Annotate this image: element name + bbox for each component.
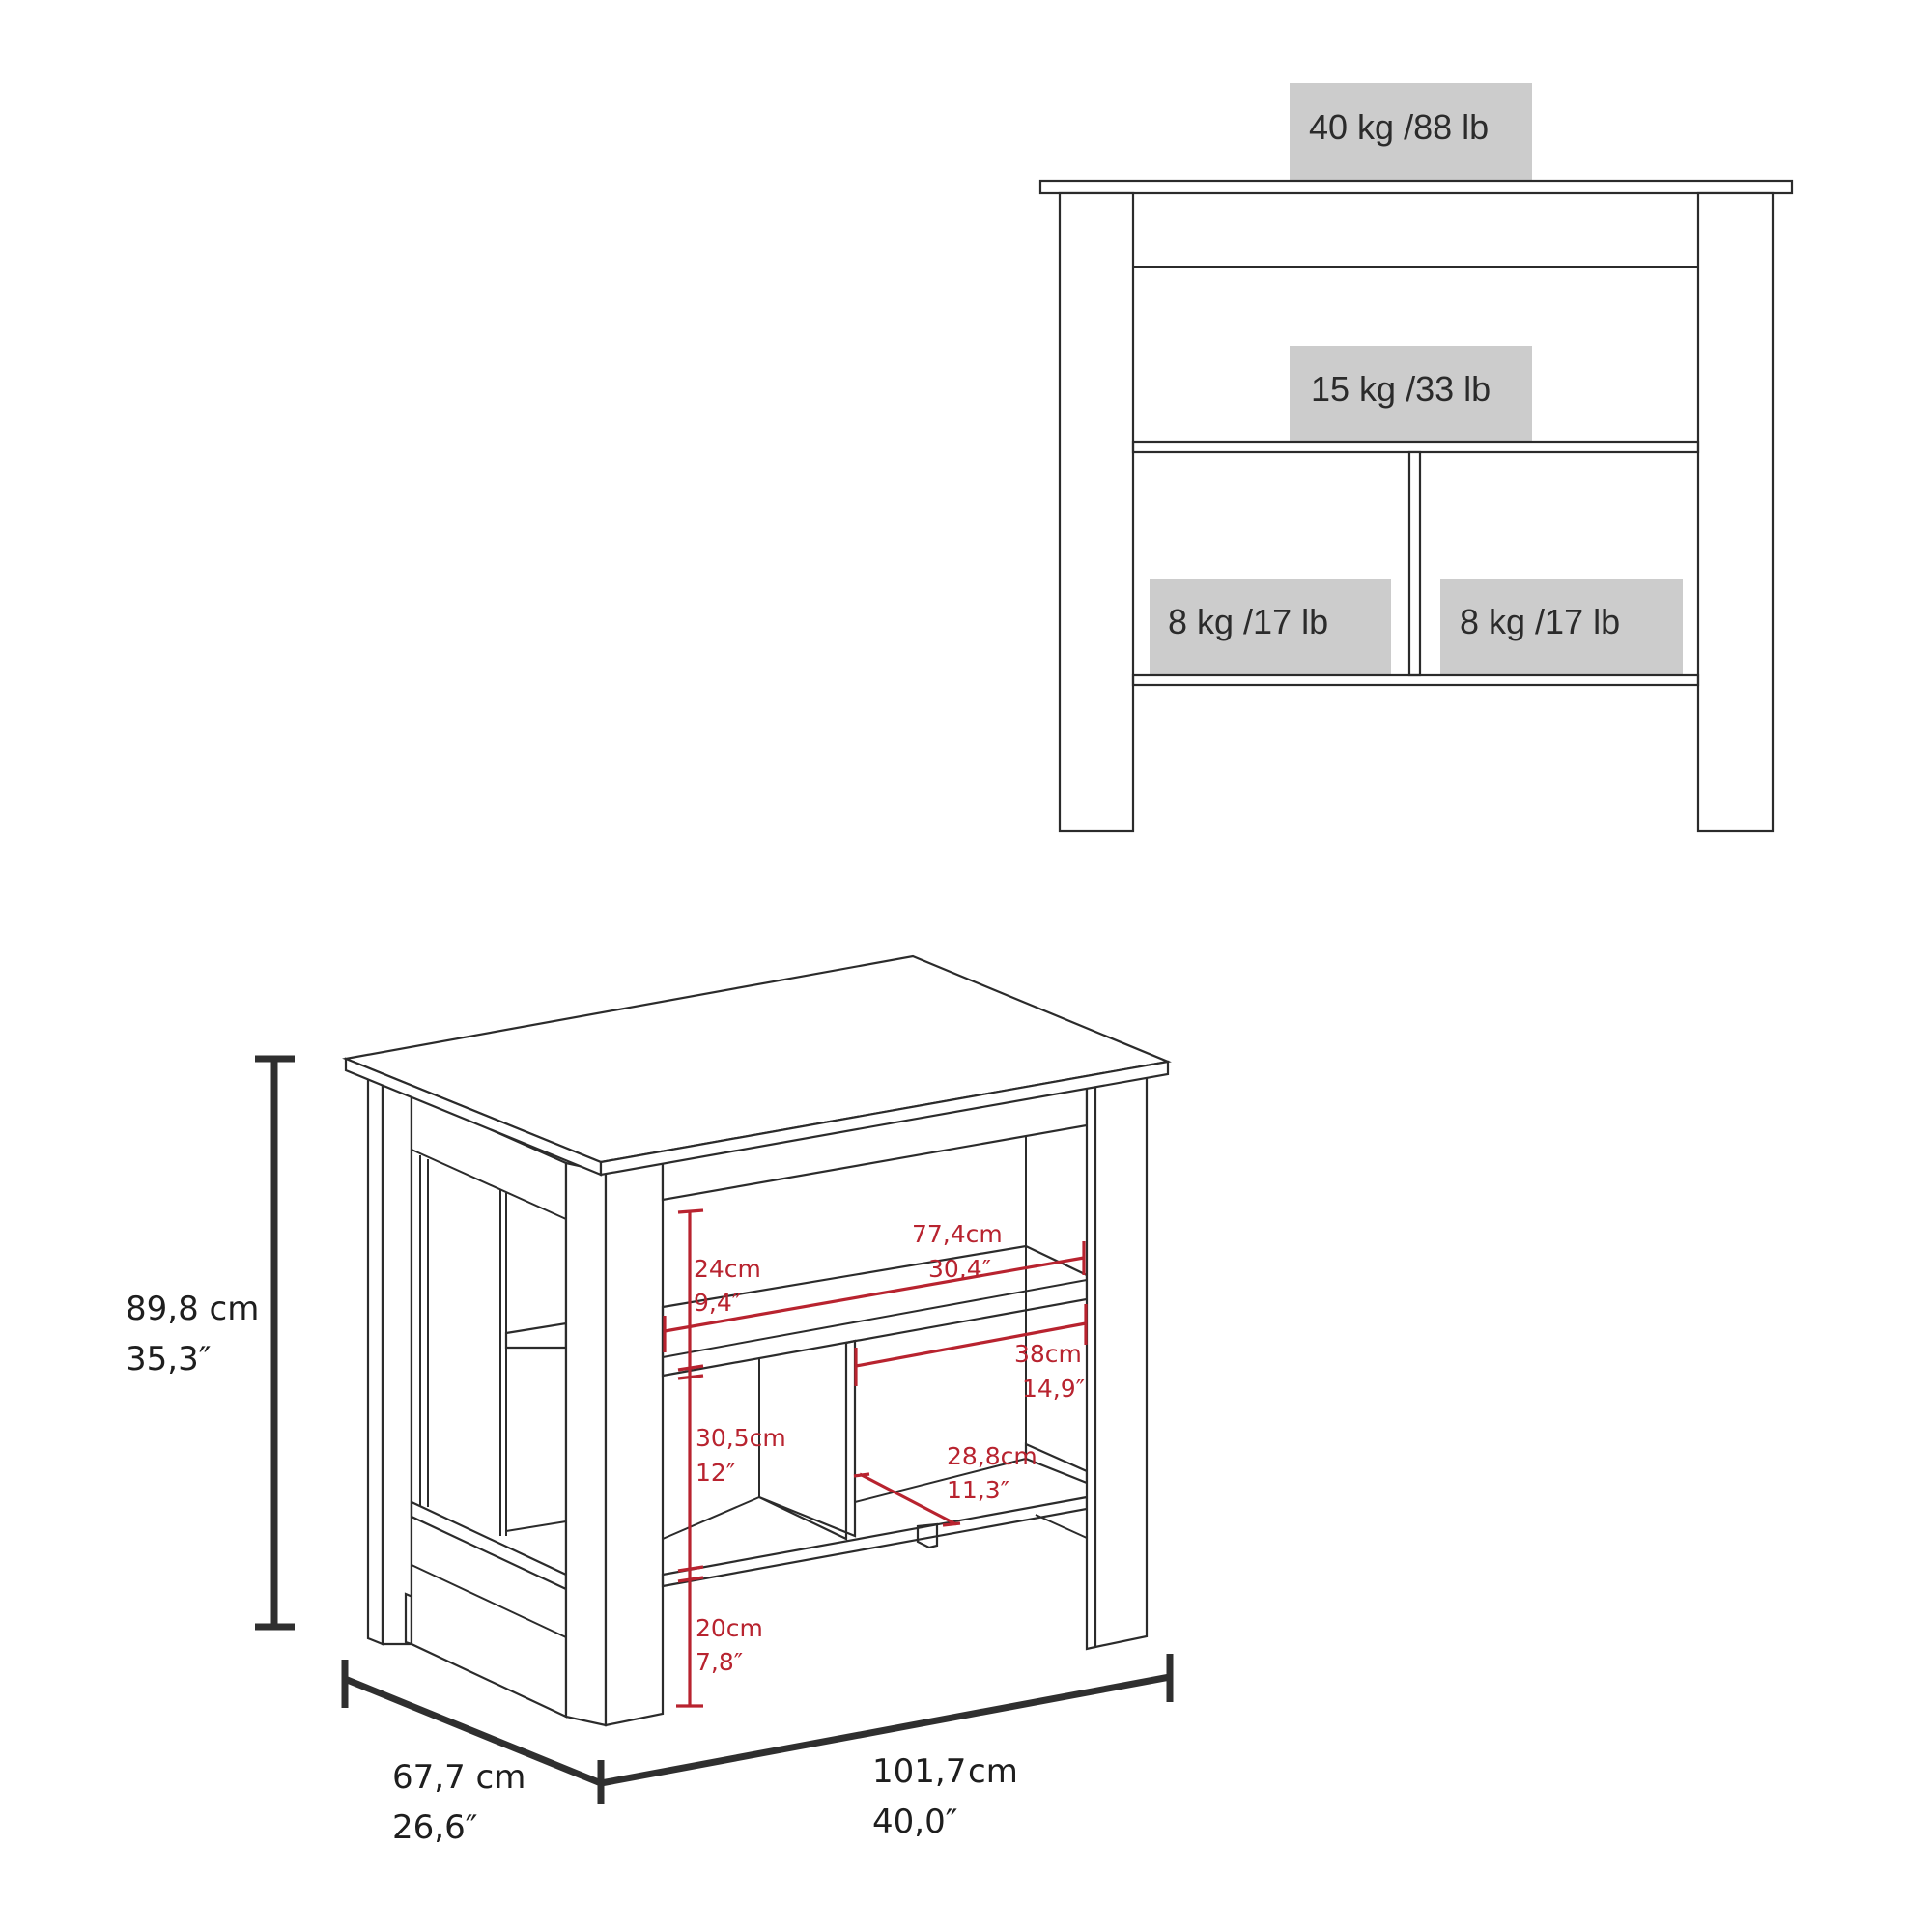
- shelf-width-in: 30,4″: [928, 1255, 991, 1283]
- cubby-height-cm: 30,5cm: [696, 1424, 786, 1452]
- front-divider: [1407, 450, 1422, 677]
- upper-gap-cm: 24cm: [694, 1255, 761, 1283]
- depth-dim-line: [343, 1675, 603, 1787]
- dim-tick: [853, 1472, 870, 1478]
- top-load-box: [1290, 83, 1532, 181]
- depth-in: 26,6″: [392, 1808, 477, 1847]
- interior-dimensions: 24cm 9,4″ 77,4cm 30,4″ 38cm 14,9″ 30,5cm…: [663, 1208, 1088, 1708]
- bottom-shelf-back-left: [662, 1496, 760, 1540]
- cubby-width-dim-line: [855, 1321, 1087, 1368]
- floor-clearance-cm: 20cm: [696, 1614, 763, 1642]
- upper-gap-in: 9,4″: [694, 1289, 741, 1317]
- dim-tick: [677, 1208, 704, 1214]
- right-lower-rail: [1035, 1514, 1088, 1539]
- cubby-right-load-label: 8 kg /17 lb: [1460, 602, 1620, 641]
- front-right-leg-edge: [1085, 1082, 1097, 1651]
- back-left-leg-edge: [366, 1076, 384, 1646]
- front-left-leg: [604, 1158, 665, 1727]
- shelf-depth-in: 11,3″: [947, 1476, 1009, 1504]
- front-left-leg-side: [564, 1161, 608, 1727]
- cubby-width-cm: 38cm: [1014, 1340, 1082, 1368]
- front-bottom-shelf: [1131, 673, 1700, 687]
- shelf-depth-dim-line: [859, 1472, 957, 1526]
- shelf-width-cm: 77,4cm: [912, 1220, 1003, 1248]
- dim-tick: [942, 1521, 961, 1527]
- floor-clearance-in: 7,8″: [696, 1648, 743, 1676]
- shelf-load-label: 15 kg /33 lb: [1311, 369, 1491, 409]
- bottom-shelf-back-right: [854, 1458, 1027, 1503]
- front-middle-shelf: [1131, 440, 1700, 454]
- front-view: 40 kg /88 lb 15 kg /33 lb 8 kg /17 lb 8 …: [1038, 83, 1794, 833]
- tabletop-front-edge: [599, 1060, 1170, 1177]
- height-in: 35,3″: [126, 1340, 211, 1378]
- bottom-shelf-support: [916, 1522, 939, 1549]
- shelf-width-dim-line: [664, 1256, 1085, 1333]
- back-left-leg: [381, 1080, 413, 1646]
- front-left-leg: [1058, 191, 1135, 833]
- left-apron-line: [411, 1149, 567, 1220]
- dim-tick: [677, 1576, 704, 1583]
- dim-tick: [677, 1565, 704, 1573]
- dim-tick: [677, 1374, 704, 1380]
- front-tabletop: [1038, 179, 1794, 195]
- left-side-frame: [410, 1093, 568, 1719]
- shelf-depth-cm: 28,8cm: [947, 1442, 1037, 1470]
- width-cm-unit: cm: [968, 1752, 1018, 1791]
- cubby-right-load-box: [1440, 579, 1683, 675]
- cubby-center-divider: [758, 1339, 857, 1541]
- cubby-width-in: 14,9″: [1022, 1375, 1085, 1403]
- dim-tick: [677, 1364, 704, 1372]
- width-cm-value: 101,7: [872, 1752, 966, 1791]
- width-in: 40,0″: [872, 1803, 957, 1841]
- upper-shelf-front-edge: [662, 1279, 1088, 1358]
- shelf-load-box: [1290, 346, 1532, 442]
- isometric-view: 24cm 9,4″ 77,4cm 30,4″ 38cm 14,9″ 30,5cm…: [126, 954, 1174, 1847]
- left-lower-rail-bottom: [411, 1564, 567, 1638]
- cubby-height-in: 12″: [696, 1459, 735, 1487]
- width-dim-line: [600, 1673, 1171, 1787]
- front-right-leg: [1094, 1072, 1149, 1649]
- top-load-label: 40 kg /88 lb: [1309, 107, 1489, 147]
- overall-dimensions: 89,8 cm 35,3″ 67,7 cm 26,6″ 101,7 cm 40,…: [126, 1055, 1174, 1847]
- height-cm: 89,8 cm: [126, 1290, 259, 1328]
- front-right-leg: [1696, 191, 1775, 833]
- left-bottom-shelf-edge: [505, 1520, 567, 1532]
- cubby-left-load-label: 8 kg /17 lb: [1168, 602, 1328, 641]
- depth-cm: 67,7 cm: [392, 1758, 526, 1797]
- cubby-left-load-box: [1150, 579, 1391, 675]
